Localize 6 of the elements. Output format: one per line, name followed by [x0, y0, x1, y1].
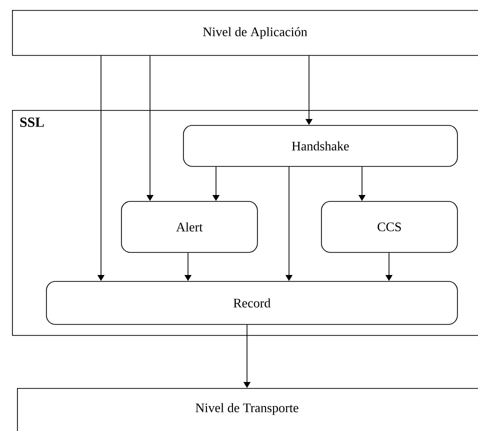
process-box: Handshake — [183, 125, 458, 167]
process-box: Record — [46, 281, 458, 325]
process-box: CCS — [321, 201, 458, 253]
layer-box: Nivel de Transporte — [17, 388, 478, 431]
layer-box: Nivel de Aplicación — [12, 10, 478, 56]
process-box: Alert — [121, 201, 258, 253]
